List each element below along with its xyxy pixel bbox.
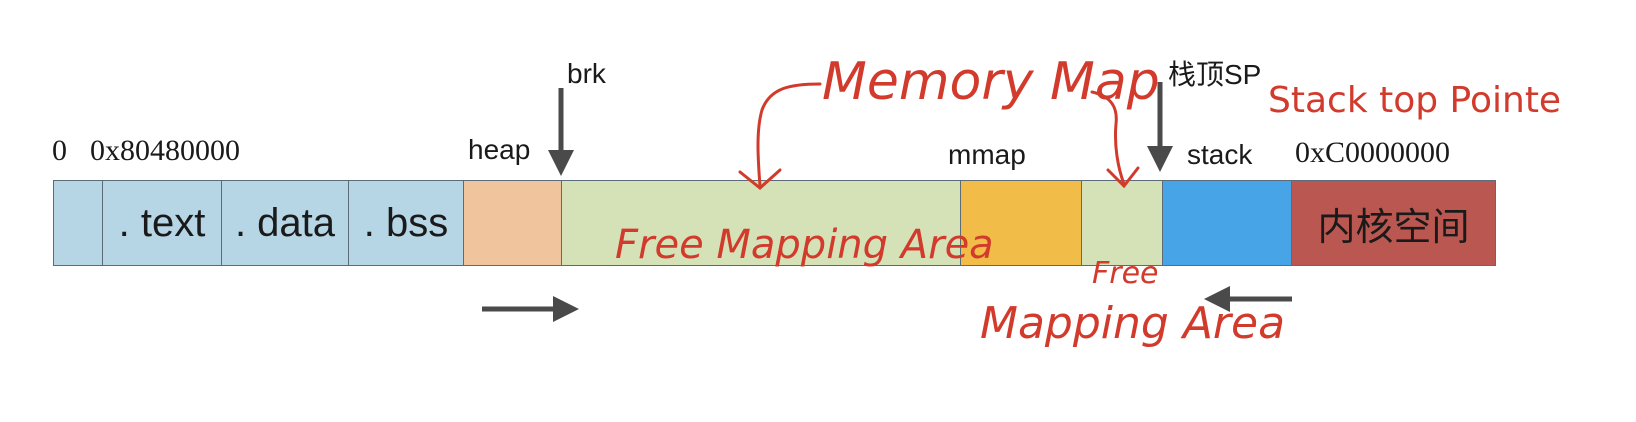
segment-bss: . bss	[348, 180, 464, 266]
segment-free-mapping-2	[1081, 180, 1163, 266]
stack-growth-arrow	[1204, 286, 1292, 312]
brk-label: brk	[567, 58, 606, 89]
segment-stack	[1162, 180, 1292, 266]
address-kernel-start: 0xC0000000	[1295, 136, 1451, 169]
free-mapping-area-annotation: Free Mapping Area	[615, 222, 994, 268]
mapping-area-annotation: Mapping Area	[980, 298, 1286, 349]
segment-kernel: 内核空间	[1291, 180, 1496, 266]
address-start: 0x80480000	[90, 134, 240, 167]
brk-arrow	[548, 88, 574, 176]
memory-map-bracket	[738, 82, 1140, 190]
stack-label: stack	[1187, 139, 1253, 170]
memory-map-annotation: Memory Map	[822, 52, 1160, 112]
stack-top-arrow	[1147, 82, 1173, 172]
address-zero: 0	[52, 134, 67, 167]
heap-label: heap	[468, 134, 531, 165]
free-annotation: Free	[1092, 256, 1159, 291]
segment-mmap	[960, 180, 1082, 266]
heap-growth-arrow	[482, 296, 579, 322]
stack-top-sp-label: 栈顶SP	[1168, 59, 1262, 90]
stack-top-pointer-annotation: Stack top Pointe	[1268, 80, 1562, 121]
mmap-label: mmap	[948, 139, 1026, 170]
segment-heap	[463, 180, 562, 266]
